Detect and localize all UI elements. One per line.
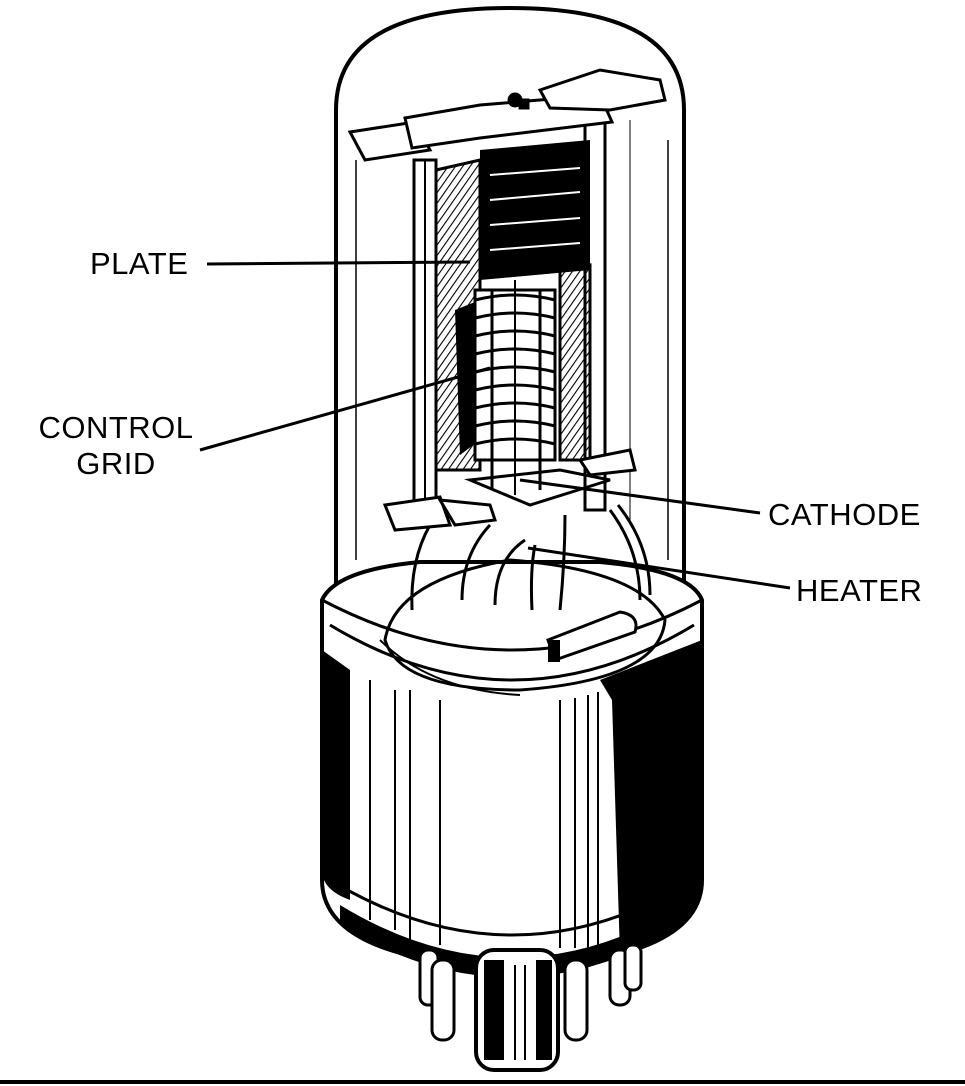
control-grid-label-line2: GRID — [76, 446, 156, 481]
heater-leader — [527, 546, 791, 590]
cathode-label: CATHODE — [768, 497, 921, 532]
center-key-post — [474, 948, 560, 1072]
control-grid-coil — [473, 280, 557, 495]
glass-stem — [379, 558, 667, 696]
plate-structure — [434, 140, 592, 472]
base-pins — [418, 943, 643, 1042]
heater-label: HEATER — [796, 573, 923, 608]
plate-label: PLATE — [90, 246, 189, 281]
base-tab — [546, 610, 638, 662]
leader-lines — [199, 260, 791, 590]
control-grid-label: CONTROL GRID — [30, 410, 202, 482]
bottom-mica-brackets — [382, 448, 637, 532]
control-grid-label-line1: CONTROL — [38, 410, 194, 445]
lead-wires — [410, 504, 652, 611]
tube-base — [320, 560, 704, 978]
control-grid-leader — [199, 366, 491, 452]
top-mica-brackets — [347, 68, 667, 162]
cathode-leader — [519, 478, 761, 515]
plate-leader — [206, 260, 471, 266]
